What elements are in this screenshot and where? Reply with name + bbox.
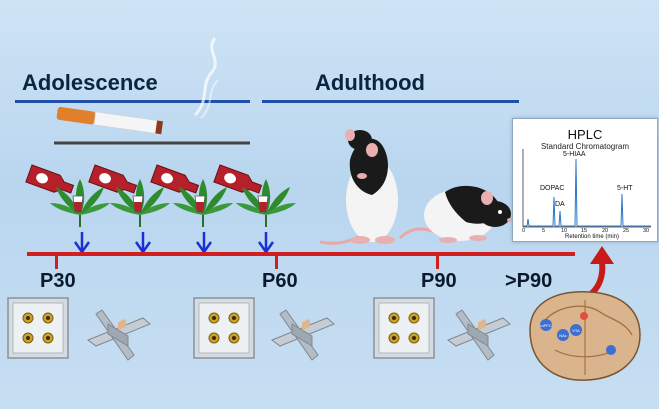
adulthood-label: Adulthood bbox=[315, 70, 425, 95]
timepoint-p90: P90 bbox=[421, 270, 457, 292]
adolescence-label: Adolescence bbox=[22, 70, 158, 95]
brain-label-b: NAc bbox=[559, 333, 567, 338]
x-tick: 15 bbox=[581, 228, 588, 234]
x-tick: 30 bbox=[643, 228, 650, 234]
peak-label-5ht: 5-HT bbox=[617, 185, 633, 192]
brain-label-a: mPFC bbox=[540, 323, 551, 328]
standing-rat-icon bbox=[319, 129, 398, 245]
timepoint-p30: P30 bbox=[40, 270, 76, 292]
hplc-subtitle: Standard Chromatogram bbox=[540, 142, 630, 151]
timeline-axis bbox=[27, 252, 575, 256]
chromatogram-plot bbox=[522, 149, 651, 228]
hplc-chromatogram-panel: HPLC Standard Chromatogram 5-HIAA DOPAC … bbox=[512, 118, 658, 242]
tick-p60 bbox=[275, 255, 278, 269]
x-tick: 20 bbox=[602, 228, 609, 234]
tick-p30 bbox=[55, 255, 58, 269]
x-tick: 5 bbox=[542, 228, 546, 234]
brain-label-c: VTA bbox=[572, 328, 580, 333]
peak-label-dopac: DOPAC bbox=[540, 185, 565, 192]
adolescence-line bbox=[15, 100, 250, 103]
peak-label-5hiaa: 5-HIAA bbox=[563, 151, 586, 158]
peak-label-da: DA bbox=[555, 201, 565, 208]
tick-p90 bbox=[436, 255, 439, 269]
x-tick: 10 bbox=[561, 228, 568, 234]
crouching-rat-icon bbox=[398, 185, 513, 243]
adulthood-line bbox=[262, 100, 519, 103]
hplc-xlabel: Retention time (min) bbox=[565, 234, 620, 240]
x-tick: 0 bbox=[522, 228, 526, 234]
x-tick: 25 bbox=[623, 228, 630, 234]
timepoint-after-p90: >P90 bbox=[505, 270, 553, 292]
hplc-title: HPLC bbox=[567, 127, 603, 142]
timepoint-p60: P60 bbox=[262, 270, 298, 292]
